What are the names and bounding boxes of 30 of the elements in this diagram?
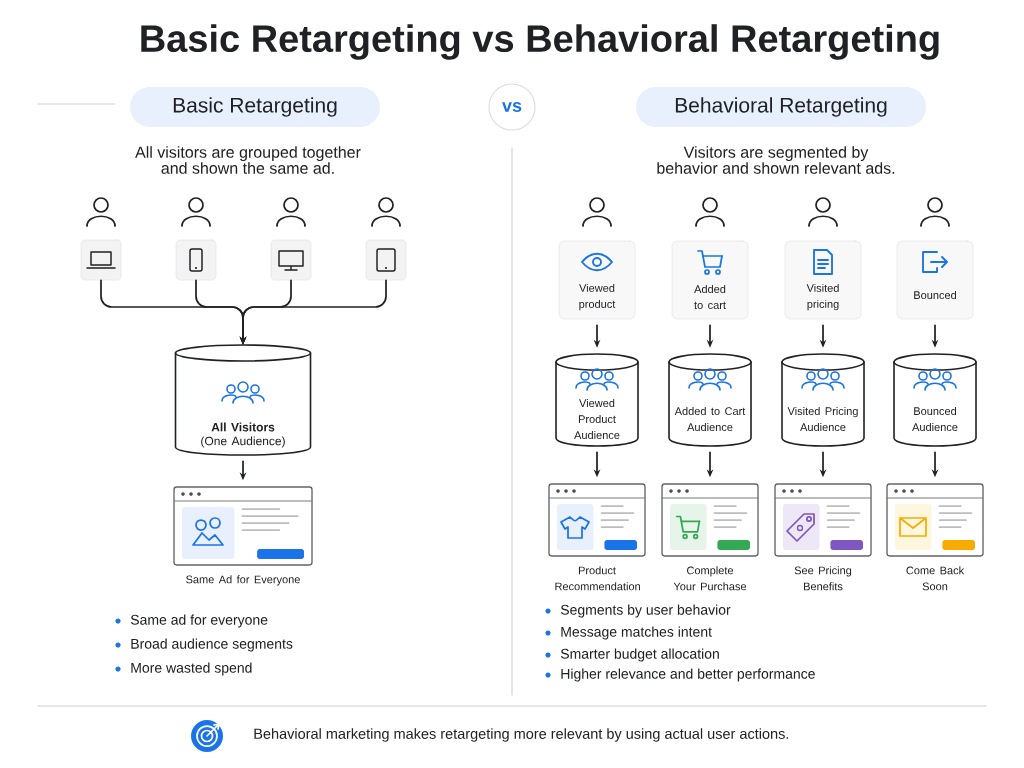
behavior-box: Visited pricing [784, 240, 862, 320]
ad-caption: Same Ad for Everyone [186, 575, 300, 586]
audience-cylinder: All Visitors (One Audience) [174, 344, 312, 456]
bullet-text: Same ad for everyone [130, 614, 268, 628]
bullet-text: Smarter budget allocation [560, 648, 719, 662]
vs-badge: vs [488, 83, 536, 131]
ad-caption: Complete Your Purchase [673, 566, 747, 591]
section-header: Behavioral Retargeting [636, 87, 926, 127]
behavior-box: Added to cart [671, 240, 749, 320]
bullet-text: Message matches intent [561, 626, 712, 640]
ad-caption: See Pricing Benefits [794, 566, 852, 591]
bullet-text: Segments by user behavior [560, 604, 731, 618]
audience-cylinder: Added to Cart Audience [668, 353, 752, 447]
audience-cylinder: Visited Pricing Audience [781, 353, 865, 447]
footer-note: Behavioral marketing makes retargeting more relevant by using actual user actions. [254, 728, 789, 742]
title: Basic Retargeting vs Behavioral Retargeting [141, 24, 939, 60]
audience-cylinder: Viewed Product Audience [555, 353, 639, 447]
bullet-text: More wasted spend [131, 662, 252, 676]
subtitle: Visitors are segmented by behavior and shown relevant ads. [657, 146, 895, 174]
behavior-box: Viewed product [558, 240, 636, 320]
bullet-text: Higher relevance and better performance [561, 668, 815, 682]
behavior-box: Bounced [896, 240, 974, 320]
device-box [175, 239, 217, 281]
audience-cylinder: Bounced Audience [893, 353, 977, 447]
section-header: Basic Retargeting [130, 87, 380, 127]
device-box [365, 239, 407, 281]
ad-caption: Come Back Soon [906, 566, 965, 591]
bullet-text: Broad audience segments [131, 638, 293, 652]
ad-caption: Product Recommendation [555, 566, 640, 591]
subtitle: All visitors are grouped together and shown the same ad. [135, 146, 361, 174]
